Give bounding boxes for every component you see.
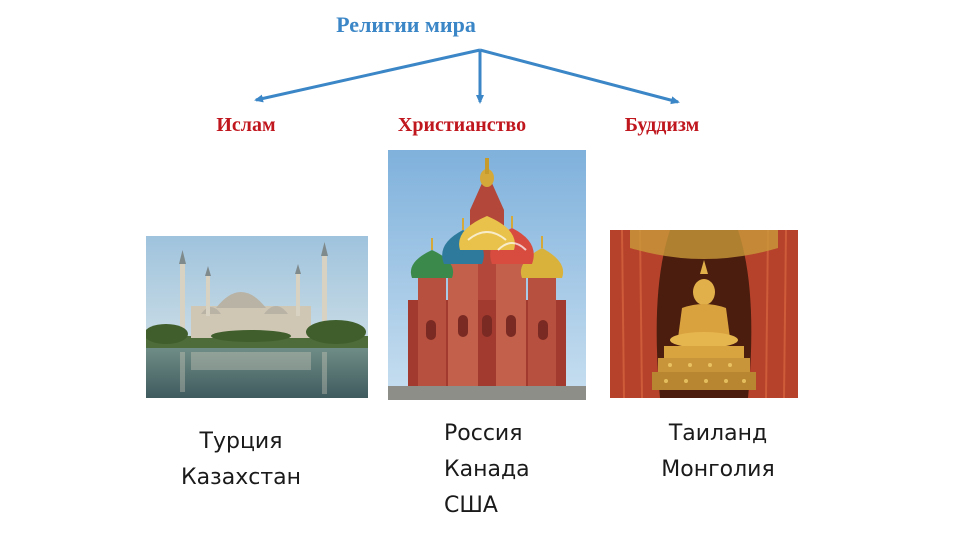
arrow-to-buddhism [479, 48, 680, 105]
country-item: США [444, 493, 498, 518]
country-item: Казахстан [180, 465, 302, 490]
countries-buddhism: Таиланд Монголия [640, 416, 796, 488]
buddha-temple-photo [610, 230, 798, 398]
country-item: Турция [199, 429, 283, 454]
countries-islam: Турция Казахстан [160, 424, 322, 496]
countries-christianity: Россия Канада США [444, 416, 530, 524]
cathedral-photo [388, 150, 586, 400]
religion-christianity-label: Христианство [397, 114, 527, 136]
mosque-photo [146, 236, 368, 398]
country-item: Таиланд [668, 421, 768, 446]
country-item: Канада [444, 457, 530, 482]
arrow-to-islam [254, 48, 481, 103]
country-item: Монголия [661, 457, 775, 482]
country-item: Россия [444, 421, 523, 446]
religion-buddhism-label: Буддизм [624, 114, 700, 136]
diagram-title: Религии мира [336, 12, 476, 37]
religion-islam-label: Ислам [216, 114, 276, 136]
